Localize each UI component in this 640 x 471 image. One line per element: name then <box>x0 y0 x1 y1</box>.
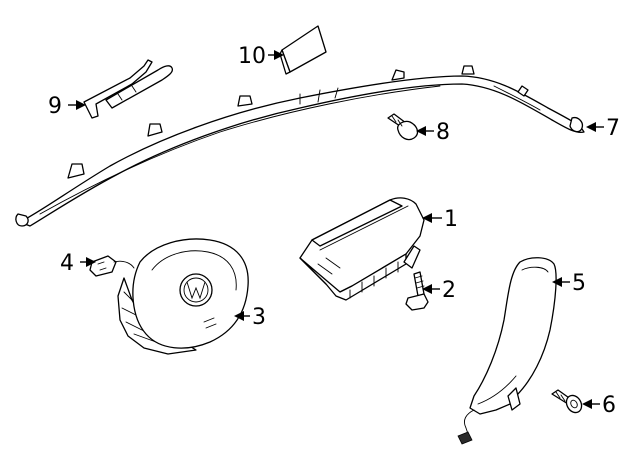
callout-9: 9 <box>48 94 86 119</box>
bolt-icon <box>405 271 429 311</box>
callout-5: 5 <box>552 271 586 296</box>
bracket-icon <box>83 59 174 119</box>
callout-8: 8 <box>416 120 450 145</box>
callout-label-10: 10 <box>238 44 266 69</box>
callout-4: 4 <box>60 251 96 276</box>
bolt-icon <box>387 113 419 141</box>
callout-label-7: 7 <box>606 116 620 141</box>
pad-icon <box>279 25 327 75</box>
callout-10: 10 <box>238 44 284 69</box>
curtain-airbag-icon <box>15 65 585 227</box>
connector-icon <box>89 255 135 277</box>
callout-1: 1 <box>422 207 458 232</box>
steering-wheel-airbag-icon <box>117 238 249 355</box>
callout-label-6: 6 <box>602 393 616 418</box>
callout-3: 3 <box>234 305 266 330</box>
callout-label-1: 1 <box>444 207 458 232</box>
callout-label-4: 4 <box>60 251 74 276</box>
screw-icon <box>551 389 583 414</box>
passenger-airbag-icon <box>299 197 425 301</box>
callout-label-5: 5 <box>572 271 586 296</box>
callout-label-3: 3 <box>252 305 266 330</box>
callout-6: 6 <box>582 393 616 418</box>
callout-label-8: 8 <box>436 120 450 145</box>
callout-7: 7 <box>586 116 620 141</box>
callout-label-9: 9 <box>48 94 62 119</box>
knee-airbag-icon <box>457 257 557 445</box>
callout-label-2: 2 <box>442 278 456 303</box>
callout-2: 2 <box>422 278 456 303</box>
